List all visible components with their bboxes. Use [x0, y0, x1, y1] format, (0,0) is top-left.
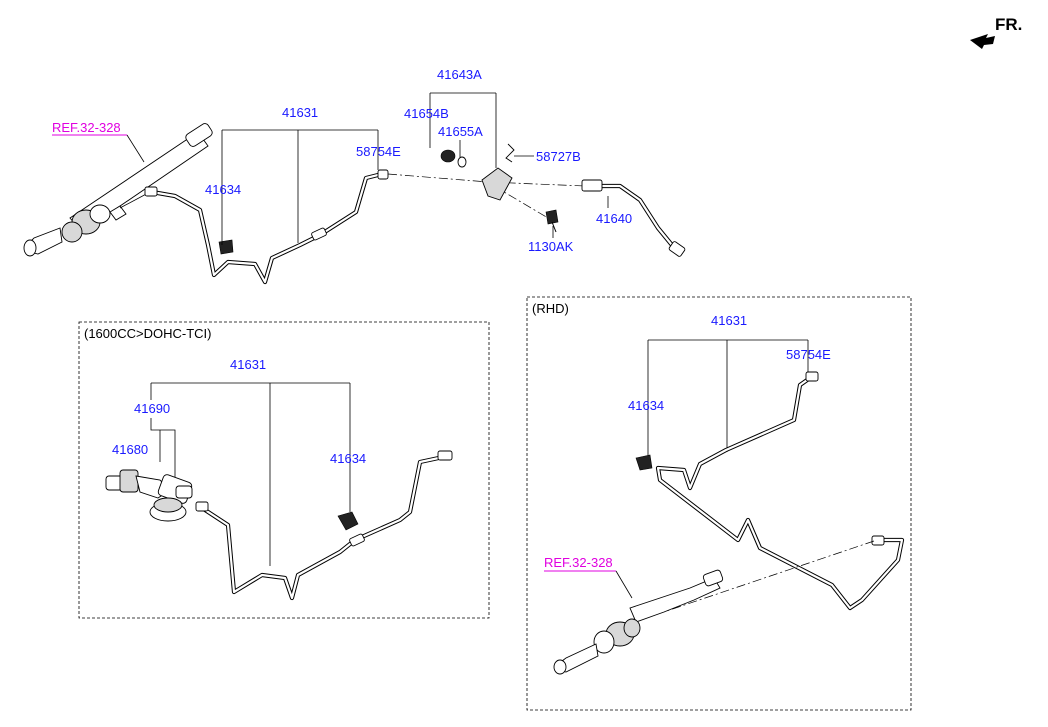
- label-41631-rhd[interactable]: 41631: [711, 313, 747, 328]
- label-58754e-rhd[interactable]: 58754E: [786, 347, 831, 362]
- label-41634-rhd[interactable]: 41634: [628, 398, 664, 413]
- clutch-hose-41640: [581, 179, 686, 257]
- label-58754e[interactable]: 58754E: [356, 144, 401, 159]
- clutch-master-cylinder: [23, 123, 213, 257]
- ref-32-328-label-rhd[interactable]: REF.32-328: [544, 555, 613, 570]
- clutch-master-cylinder-rhd: [553, 569, 724, 675]
- arrow-left-icon: [970, 34, 995, 49]
- variant-dohc-title: (1600CC>DOHC-TCI): [84, 326, 212, 341]
- label-41643a[interactable]: 41643A: [437, 67, 482, 82]
- bracket-41643a: [440, 143, 559, 233]
- label-41631-dohc[interactable]: 41631: [230, 357, 266, 372]
- variant-rhd-box: (RHD) 41631 58754E 41634 REF.32-328: [526, 296, 912, 711]
- label-58727b[interactable]: 58727B: [536, 149, 581, 164]
- label-41631[interactable]: 41631: [282, 105, 318, 120]
- front-orientation-indicator: FR.: [970, 15, 1022, 49]
- clutch-hose-41631-dohc: [195, 450, 453, 601]
- slave-cylinder-fitting: [105, 469, 193, 522]
- label-41655a[interactable]: 41655A: [438, 124, 483, 139]
- label-41640[interactable]: 41640: [596, 211, 632, 226]
- label-41680[interactable]: 41680: [112, 442, 148, 457]
- clutch-hose-41631: [144, 169, 389, 285]
- label-41690[interactable]: 41690: [134, 401, 170, 416]
- label-41654b[interactable]: 41654B: [404, 106, 449, 121]
- label-41634[interactable]: 41634: [205, 182, 241, 197]
- clutch-hose-41631-rhd: [635, 371, 905, 611]
- main-assembly: REF.32-328 41631 41634 58754E 4: [23, 67, 686, 285]
- front-label: FR.: [995, 15, 1022, 34]
- label-1130ak[interactable]: 1130AK: [528, 239, 574, 254]
- ref-32-328-label[interactable]: REF.32-328: [52, 120, 121, 135]
- variant-dohc-box: (1600CC>DOHC-TCI) 41631 41690 41680 4163…: [78, 321, 490, 619]
- label-41634-dohc[interactable]: 41634: [330, 451, 366, 466]
- variant-rhd-title: (RHD): [532, 301, 569, 316]
